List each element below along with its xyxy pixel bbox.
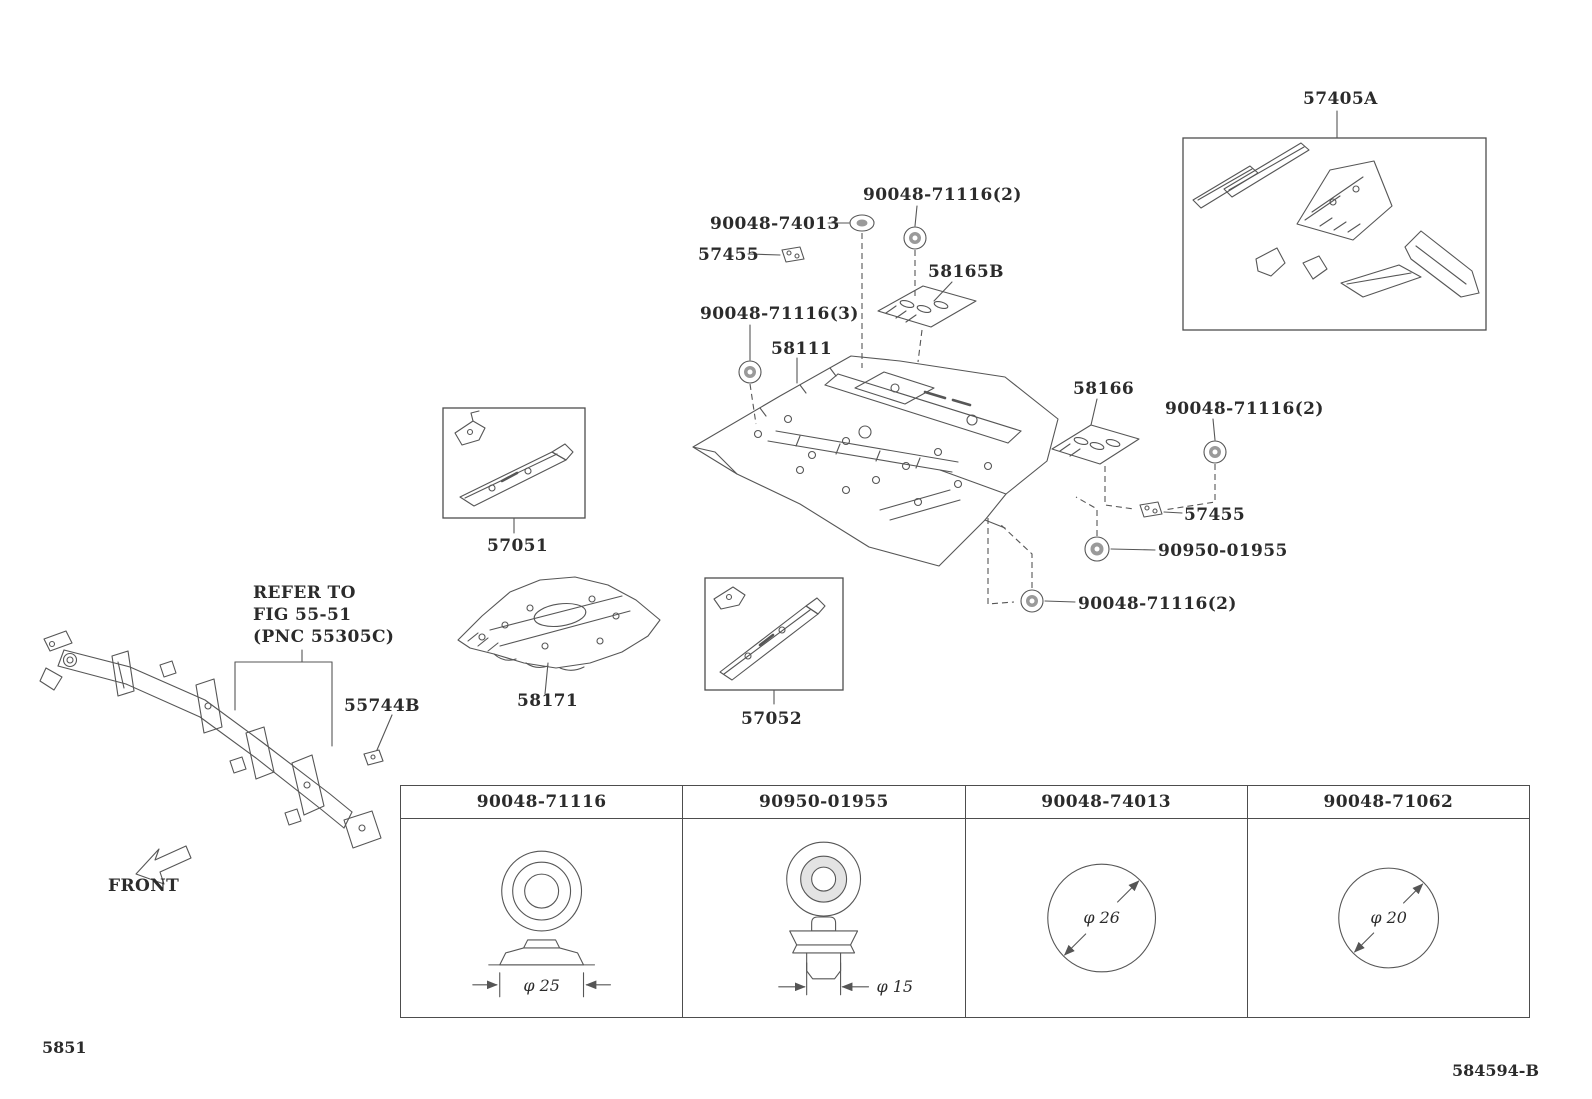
- refer-note-line1: REFER TO: [253, 583, 356, 603]
- clip-55744b-drawing: [363, 714, 393, 766]
- floor-panel-58171-drawing: [457, 576, 661, 695]
- grommet-90048-71116-top-drawing: [903, 205, 927, 297]
- brace-57052-drawing: [704, 577, 844, 705]
- grommet-90048-71116-bottom-drawing: [1020, 589, 1076, 613]
- label-90048-71116-2-top: 90048-71116(2): [863, 185, 1022, 205]
- floor-pan-58111-drawing: [692, 355, 1059, 567]
- label-55744b: 55744B: [344, 696, 420, 716]
- floor-pan-plate-58165b-drawing: [877, 281, 977, 363]
- fastener-column-90950-01955: 90950-01955 φ 15: [683, 786, 966, 1017]
- fastener-part-number: 90048-71116: [401, 786, 683, 819]
- dimension-label: φ 20: [1370, 908, 1407, 927]
- label-58171: 58171: [517, 691, 579, 711]
- grommet-90048-71116-left-drawing: [738, 324, 762, 425]
- fastener-column-90048-71116: 90048-71116 φ 25: [401, 786, 684, 1017]
- label-90048-74013: 90048-74013: [710, 214, 840, 234]
- label-90048-71116-2-right: 90048-71116(2): [1165, 399, 1324, 419]
- label-58111: 58111: [771, 339, 833, 359]
- label-90950-01955: 90950-01955: [1158, 541, 1288, 561]
- label-57051: 57051: [487, 536, 549, 556]
- refer-note-line2: FIG 55-51: [253, 605, 352, 625]
- fastener-part-number: 90048-74013: [965, 786, 1247, 819]
- fastener-part-number: 90048-71062: [1247, 786, 1529, 819]
- drawing-number: 584594-B: [1452, 1061, 1539, 1080]
- fastener-part-number: 90950-01955: [683, 786, 965, 819]
- fastener-illustration: φ 20: [1248, 819, 1529, 1017]
- fastener-illustration: φ 26: [966, 819, 1247, 1017]
- label-57052: 57052: [741, 709, 803, 729]
- grommet-71116-icon: φ 25: [472, 850, 611, 998]
- instrument-panel-reinforcement-drawing: [39, 630, 382, 849]
- label-58166: 58166: [1073, 379, 1135, 399]
- floor-member-assembly-57405a-drawing: [1182, 110, 1487, 331]
- hole-74013-icon: φ 26: [1046, 863, 1156, 973]
- brace-57051-drawing: [442, 407, 586, 534]
- fastener-column-90048-71062: 90048-71062 φ 20: [1247, 786, 1529, 1017]
- label-57455-right: 57455: [1184, 505, 1246, 525]
- figure-number: 5851: [42, 1038, 87, 1057]
- fastener-column-90048-74013: 90048-74013 φ 26: [965, 786, 1248, 1017]
- label-57455-top: 57455: [698, 245, 760, 265]
- label-90048-71116-2-bottom: 90048-71116(2): [1078, 594, 1237, 614]
- floor-pan-plate-58166-drawing: [987, 398, 1216, 605]
- front-label: FRONT: [108, 876, 180, 896]
- dimension-label: φ 25: [523, 976, 560, 995]
- fastener-illustration: φ 25: [401, 819, 682, 1017]
- label-90048-71116-3: 90048-71116(3): [700, 304, 859, 324]
- front-direction-arrow: [135, 845, 192, 885]
- plug-01955-icon: φ 15: [778, 841, 914, 996]
- fastener-reference-table: 90048-71116 φ 25 909: [400, 785, 1530, 1018]
- clip-57455-top-drawing: [747, 246, 805, 263]
- fastener-illustration: φ 15: [683, 819, 964, 1017]
- plug-90950-01955-drawing: [1084, 536, 1156, 562]
- dimension-label: φ 15: [877, 977, 914, 996]
- refer-note-line3: (PNC 55305C): [253, 627, 395, 647]
- label-57405a: 57405A: [1303, 89, 1378, 109]
- label-58165b: 58165B: [928, 262, 1004, 282]
- clip-57455-right-drawing: [1139, 501, 1183, 518]
- hole-71062-icon: φ 20: [1337, 867, 1439, 969]
- grommet-90048-71116-right-drawing: [1203, 418, 1227, 464]
- plug-90048-74013-drawing: [827, 214, 875, 368]
- dimension-label: φ 26: [1083, 908, 1120, 927]
